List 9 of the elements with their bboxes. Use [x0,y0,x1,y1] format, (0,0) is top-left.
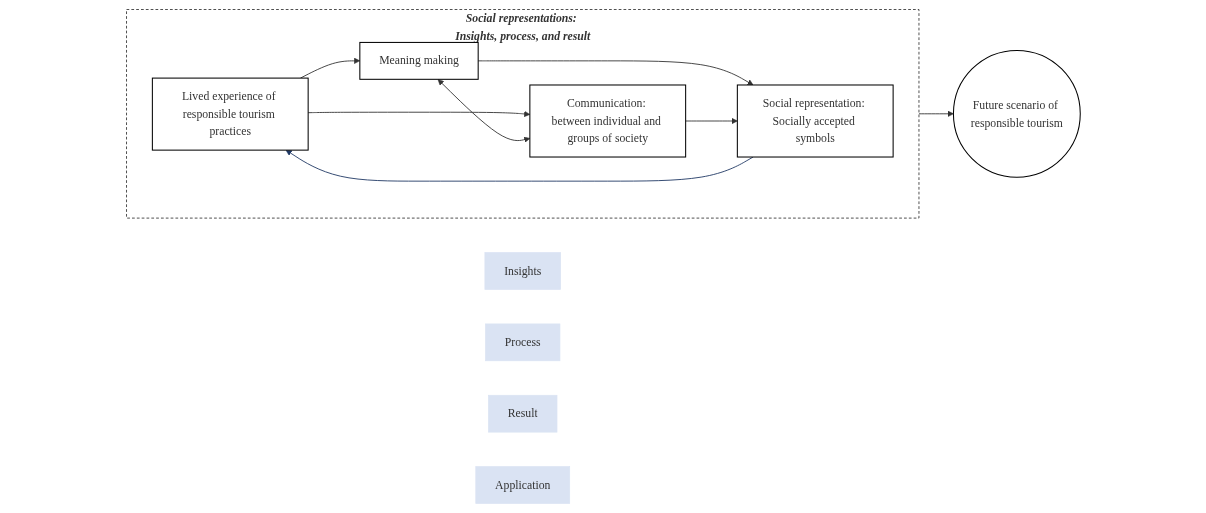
node-box: Communication: between individual and groups of society [528,84,686,158]
node-box: Insights [484,252,561,290]
node-box: Lived experience of responsible tourism practices [151,77,309,151]
node-box: Result [487,394,557,433]
node-box: Meaning making [358,41,479,80]
node-box: Process [484,323,560,362]
node-box: Application [475,466,570,504]
node-box: Social representation: Socially accepted symbols [736,84,894,158]
node-circle: Future scenario of responsible tourism [952,49,1081,178]
